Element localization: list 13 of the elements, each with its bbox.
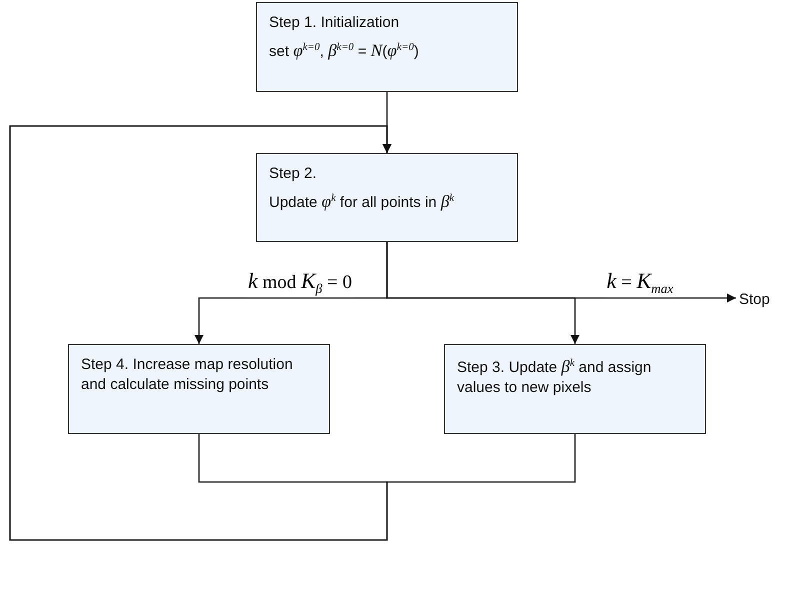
arrow: [9, 125, 576, 541]
step-text: Step 3. Update β$^{k}$ and assign values to new pixels: [457, 356, 652, 398]
step-text: Update φ$^{k}$ for all points in β$^{k}$: [269, 191, 456, 214]
process-box: [68, 344, 330, 434]
end-label: Stop: [739, 290, 771, 310]
process-box: [256, 153, 518, 242]
step-heading: Step 1. Initialization: [269, 13, 400, 33]
step-text: Step 4. Increase map resolution and calculate missing points: [81, 355, 294, 396]
arrow: [386, 242, 736, 302]
process-box: [256, 2, 518, 92]
step-heading: Step 2.: [269, 164, 318, 184]
process-box: [444, 344, 706, 434]
step-text: set φ$^{k=0}$, β$^{k=0}$ = N(φ$^{k=0}$): [269, 40, 420, 62]
